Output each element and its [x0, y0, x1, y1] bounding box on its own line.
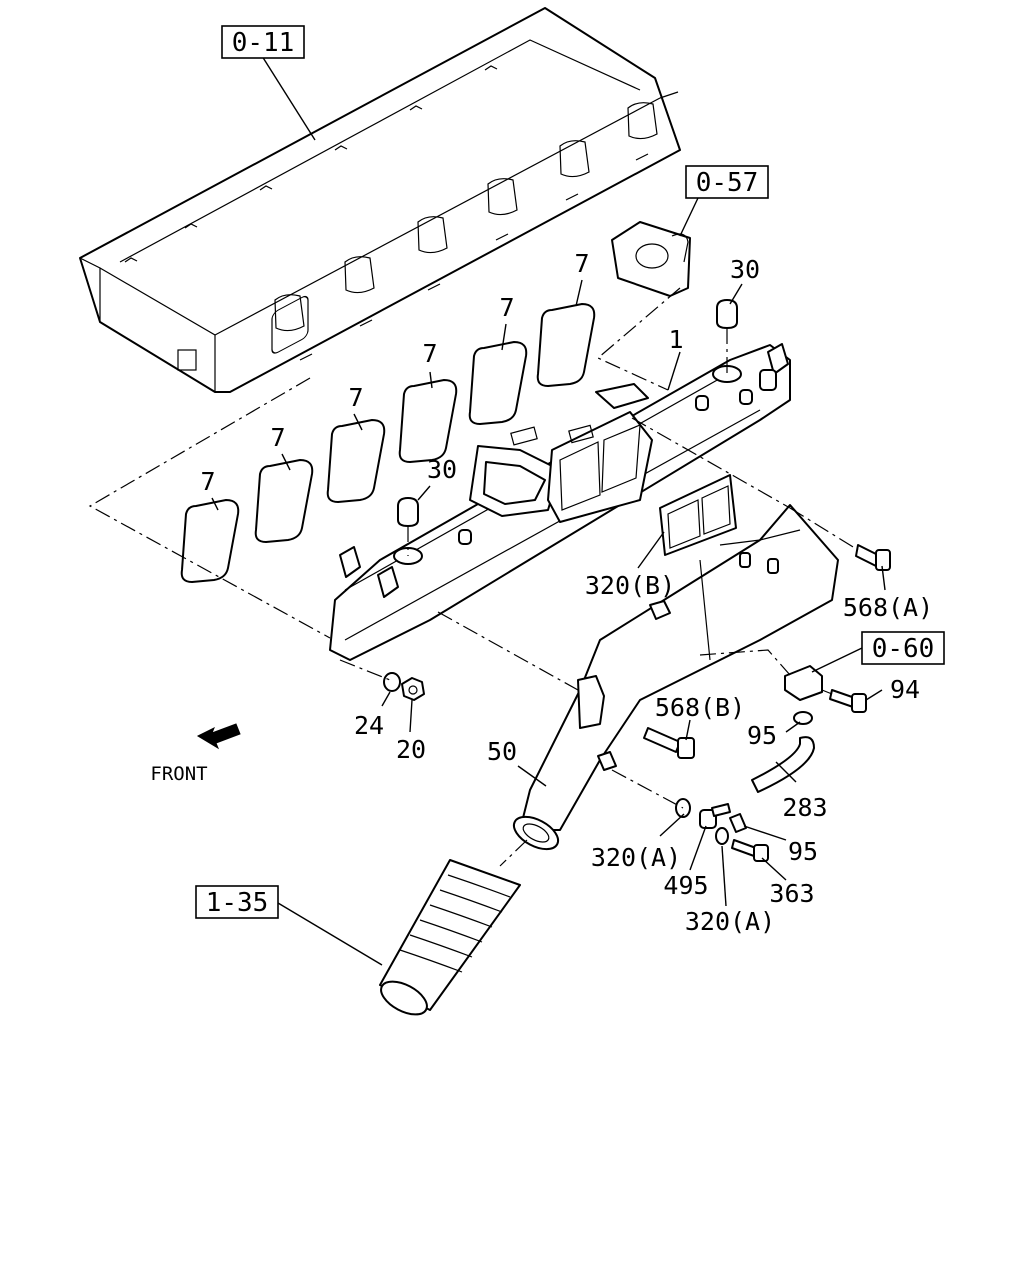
ref-box-intake-hose[interactable]: 1-35: [195, 885, 279, 919]
front-indicator: FRONT: [150, 723, 241, 785]
outlet-pipe: [512, 504, 839, 851]
label-bolt-b: 568(B): [655, 693, 745, 722]
cylinder-head: [79, 7, 681, 393]
label-gasket-b: 320(B): [585, 571, 675, 600]
gasket-b: [659, 474, 737, 556]
ref-box-sensor[interactable]: 0-60: [861, 631, 945, 665]
label-bolt-94: 94: [890, 675, 920, 704]
label-gasket: 7: [200, 467, 215, 496]
front-label: FRONT: [150, 763, 207, 785]
exhaust-manifold: [329, 343, 791, 661]
label-bolt-a: 568(A): [843, 593, 933, 622]
intake-hose: [379, 859, 521, 1016]
label-gasket: 7: [422, 339, 437, 368]
label-cap: 30: [730, 255, 760, 284]
label-bolt-363: 363: [769, 879, 814, 908]
ref-label-1-35: 1-35: [206, 888, 269, 918]
label-manifold: 1: [668, 325, 683, 354]
label-nut-20: 20: [396, 735, 426, 764]
label-gasket: 7: [270, 423, 285, 452]
caps: [397, 299, 738, 527]
ref-label-0-60: 0-60: [872, 634, 935, 664]
label-cap: 30: [427, 455, 457, 484]
label-gasket: 7: [499, 293, 514, 322]
label-gasket: 7: [348, 383, 363, 412]
label-hose-283: 283: [782, 793, 827, 822]
label-clip-95: 95: [747, 721, 777, 750]
assembly-lines: [88, 287, 859, 867]
label-plug-24: 24: [354, 711, 384, 740]
label-pipe-50: 50: [487, 737, 517, 766]
front-arrow-icon: [196, 723, 241, 750]
ref-box-egr-adapter[interactable]: 0-57: [685, 165, 769, 199]
leader-lines: [211, 55, 886, 966]
ref-label-0-11: 0-11: [232, 28, 295, 58]
ref-label-0-57: 0-57: [696, 168, 759, 198]
label-gasket: 7: [574, 249, 589, 278]
label-clip-95: 95: [788, 837, 818, 866]
label-bolt-495: 495: [663, 871, 708, 900]
label-washer-a: 320(A): [591, 843, 681, 872]
gaskets: [180, 303, 596, 583]
label-washer-a: 320(A): [685, 907, 775, 936]
ref-box-cylinder-head[interactable]: 0-11: [221, 25, 305, 59]
part-labels: 7 7 7 7 7 7 1 30 30 320(B) 568(A) 94 95 …: [200, 249, 933, 936]
egr-adapter: [611, 221, 691, 297]
